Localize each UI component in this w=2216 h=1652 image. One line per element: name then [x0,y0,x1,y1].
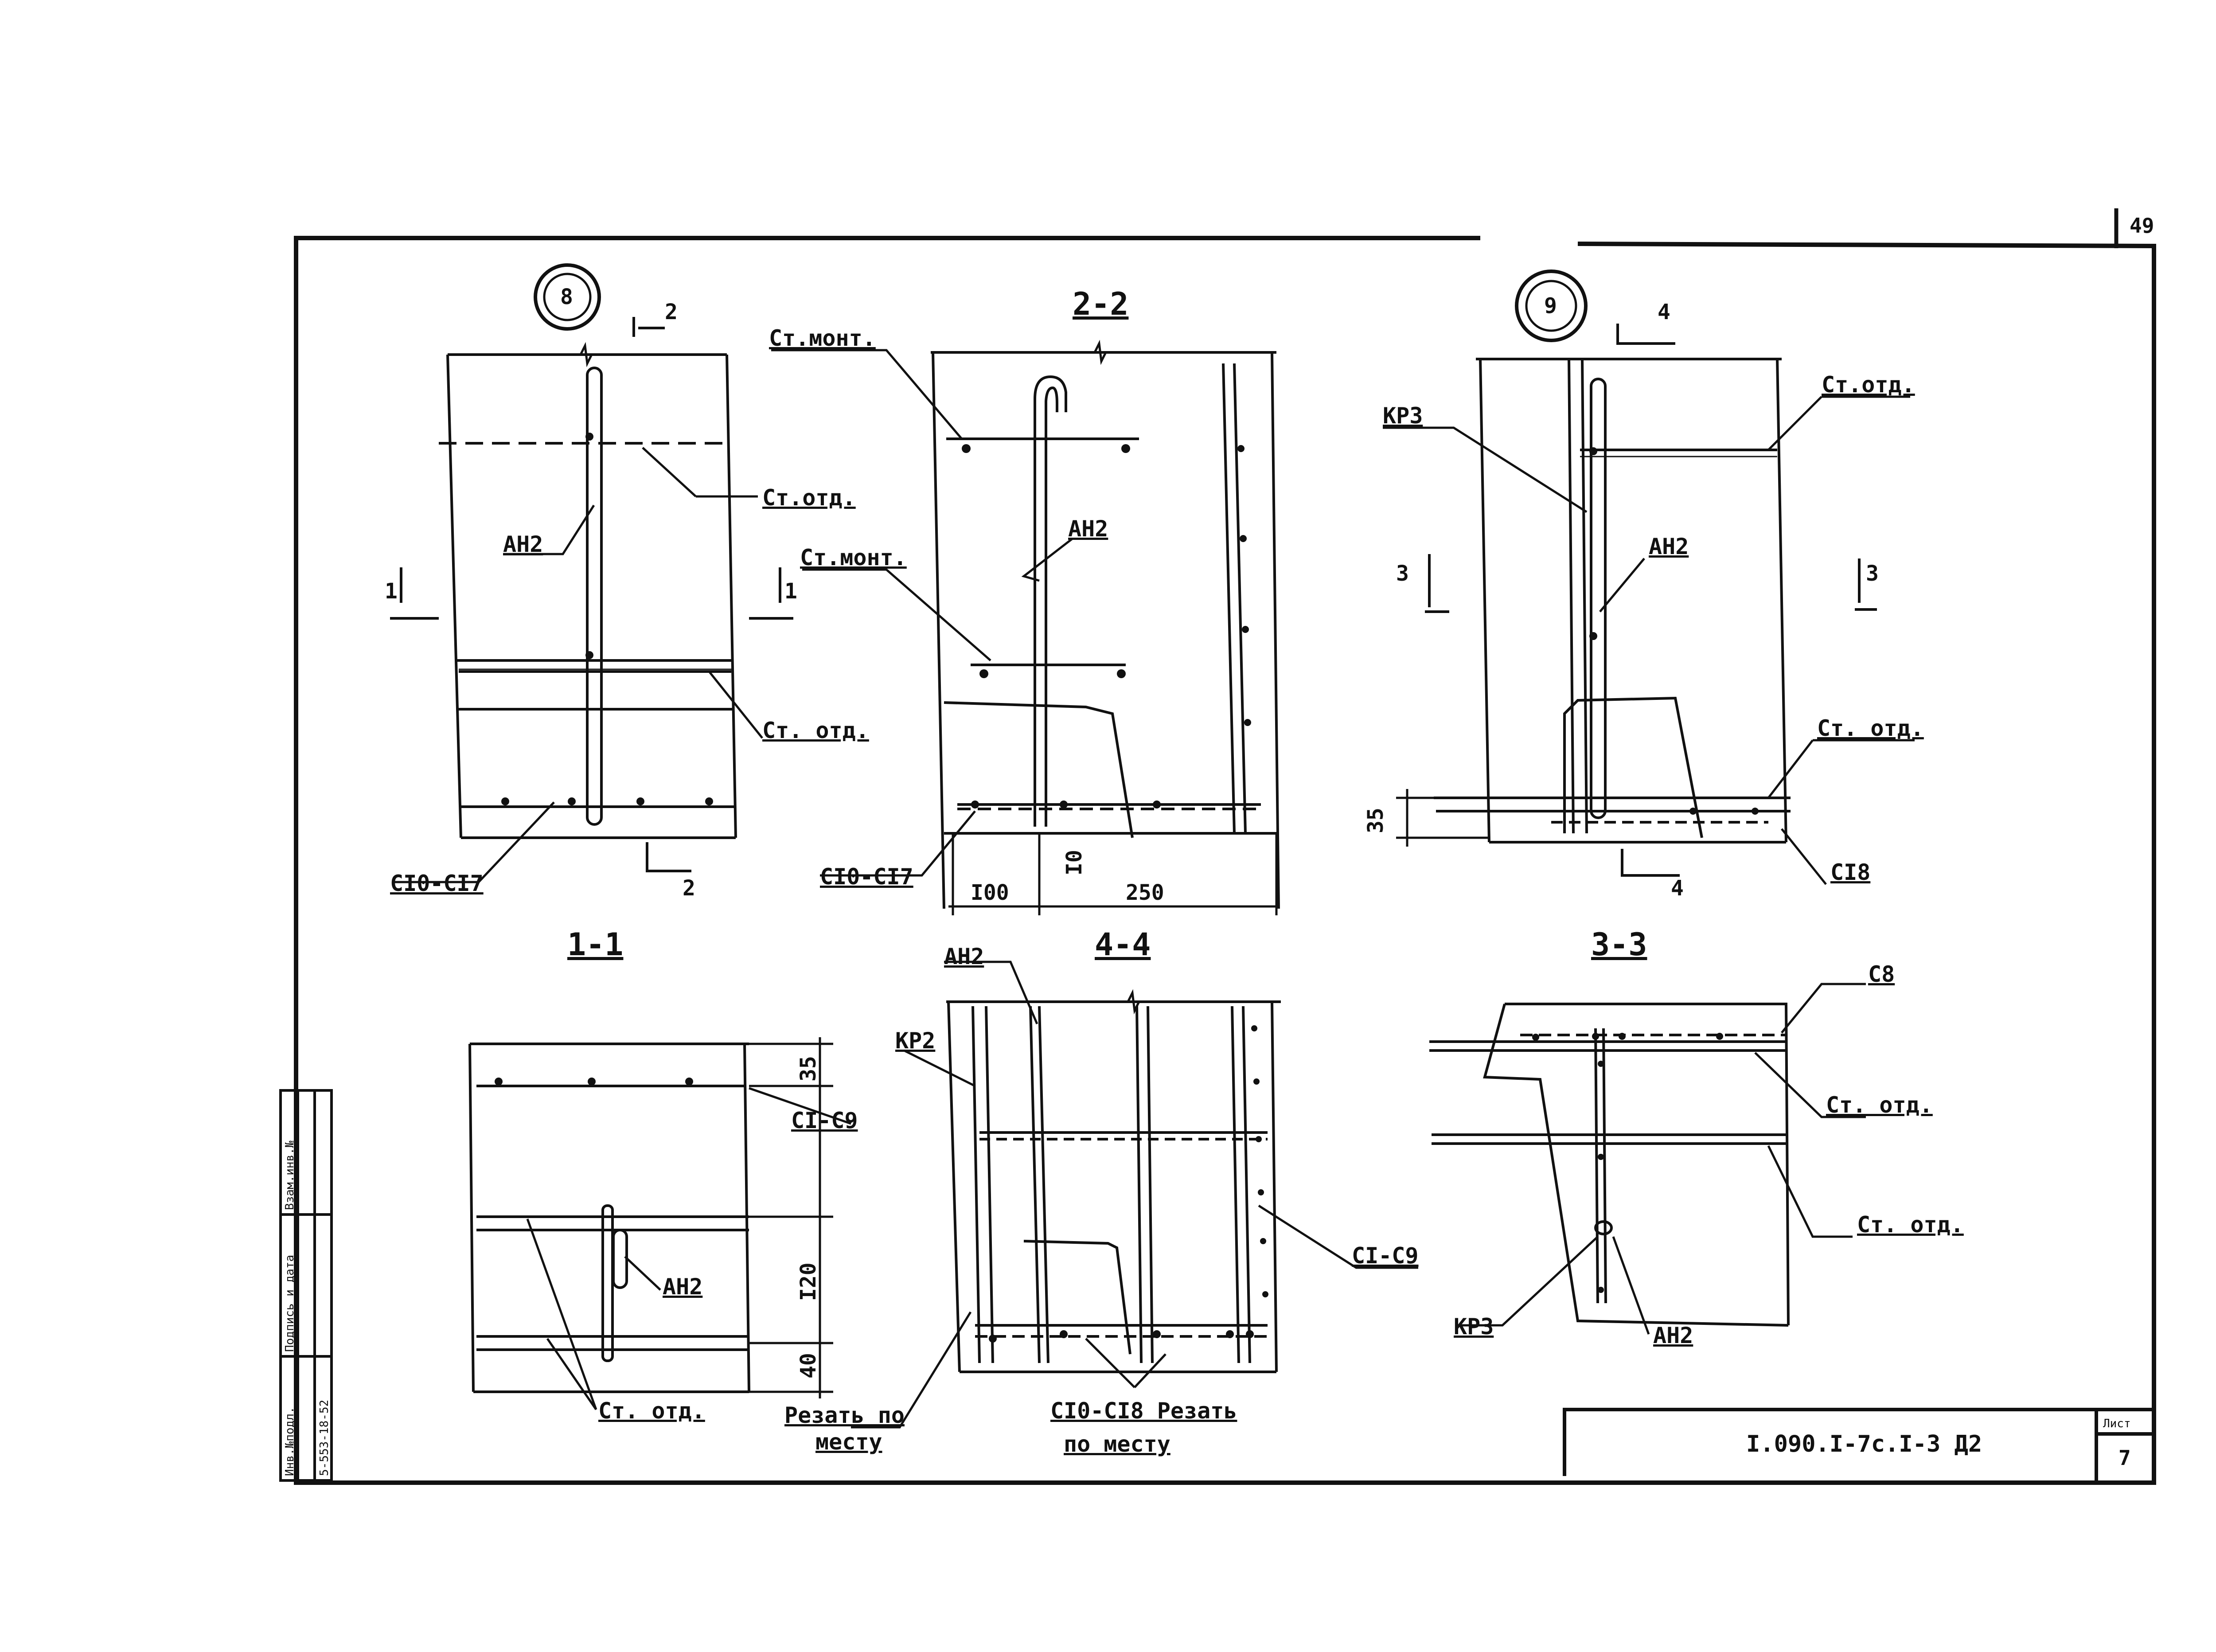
section-3-3-label-c8: C8 [1868,961,1895,987]
section-4-4-title: 4-4 [1095,926,1151,963]
section-3-3-label-st-otd-1: Ст. отд. [1826,1092,1933,1118]
section-2-2-leaders [771,349,1073,877]
node-9-marker [1515,269,1588,342]
node-8-cut-top: 2 [665,300,678,324]
node-8: 8 [385,263,869,901]
node-8-rebar [459,367,731,826]
sheet-label: Лист [2103,1417,2131,1430]
node-9-number: 9 [1544,293,1557,318]
section-4-4-label-cut-2a: CI0-CI8 Резать [1050,1398,1237,1424]
section-3-3: 3-3 [1429,926,1964,1348]
section-4-4-label-anchor: АН2 [944,944,984,969]
node-9-cut-marks [1425,324,1877,877]
node-9-label-st-otd-1: Ст.отд. [1822,372,1915,398]
node-8-bars [501,433,713,805]
node-9-outline [1476,358,1787,844]
node-9-cut-right: 3 [1866,561,1879,586]
node-9-rebar [1434,378,1791,824]
section-4-4-bars [989,1025,1268,1343]
section-4-4-label-mesh: CI-C9 [1352,1243,1419,1269]
section-1-1: 1-1 35 I20 [468,926,858,1424]
node-8-cut-bottom: 2 [683,876,695,901]
node-8-number: 8 [560,285,573,309]
section-1-1-label-anchor: АН2 [663,1274,702,1300]
side-stamp [279,1089,333,1482]
node-9-leaders [1383,395,1915,885]
section-4-4-label-cut-1a: Резать по [784,1402,905,1428]
section-3-3-label-anchor: АН2 [1653,1323,1693,1348]
section-2-2: 2-2 [769,286,1280,915]
section-2-2-label-mesh: CI0-CI7 [820,864,913,890]
sheet-number: 7 [2118,1446,2131,1470]
stamp-sign-label: Подпись и дата [283,1255,297,1352]
title-block [1563,1408,2154,1480]
section-2-2-bars [962,444,1251,808]
page-number: 49 [2130,214,2154,238]
node-8-marker [534,263,601,331]
sheet-frame [294,208,2156,1485]
section-2-2-label-st-mont-2: Ст.монт. [800,545,907,570]
node-8-leaders [394,447,763,883]
section-1-1-dim-35: 35 [796,1056,821,1082]
section-3-3-label-kr3: КР3 [1454,1314,1494,1340]
section-1-1-dims [749,1037,833,1398]
section-4-4-label-cut-1b: месту [815,1429,882,1455]
node-9-cut-top: 4 [1658,300,1670,324]
section-2-2-outline [931,340,1280,909]
section-2-2-label-st-mont-1: Ст.монт. [769,325,876,351]
node-9-label-c18: CI8 [1830,859,1870,885]
section-4-4-label-cut-2b: по месту [1064,1431,1170,1457]
section-4-4-label-kr2: КР2 [895,1028,935,1054]
node-8-outline [439,342,737,839]
node-9-label-anchor: АН2 [1649,534,1689,559]
section-4-4-outline [946,989,1281,1373]
section-2-2-title: 2-2 [1073,286,1128,322]
node-8-cut-left: 1 [385,579,398,604]
section-2-2-dim-100: I00 [971,880,1009,905]
node-9-label-kr3: КР3 [1383,403,1423,429]
node-8-cut-right: 1 [784,579,797,604]
node-8-label-st-otd-1: Ст.отд. [762,485,856,511]
node-9-cut-bottom: 4 [1671,876,1684,901]
section-3-3-leaders [1458,983,1866,1335]
stamp-inv-value: 5-553-18-52 [318,1400,331,1476]
node-9-bars [1589,447,1759,815]
section-2-2-dim-10: I0 [1062,850,1087,875]
node-9-dim-35 [1396,789,1489,847]
node-8-label-mesh: CI0-CI7 [390,871,484,896]
section-3-3-rebar [1429,1028,1786,1304]
section-2-2-rebar [946,375,1261,827]
node-9-dim-35-text: 35 [1363,808,1388,833]
section-2-2-dims [948,832,1278,915]
section-1-1-title: 1-1 [567,926,623,963]
section-4-4-rebar [971,1006,1251,1363]
sheet-code: I.090.I-7c.I-3 Д2 [1746,1431,1982,1457]
stamp-inv-label: Инв.№подл. [283,1406,297,1476]
section-3-3-bars [1532,1033,1723,1293]
section-4-4: 4-4 [784,926,1419,1457]
section-1-1-bars [495,1078,693,1086]
node-8-label-anchor: АН2 [503,531,543,557]
section-3-3-label-st-otd-2: Ст. отд. [1857,1212,1964,1238]
section-1-1-leaders [526,1087,851,1410]
node-9: 9 [1363,269,1924,901]
section-1-1-outline [468,1043,750,1393]
section-3-3-title: 3-3 [1591,926,1647,963]
stamp-exchange-label: Взам.инв.№ [283,1140,297,1210]
section-1-1-dim-40: 40 [796,1353,821,1379]
section-1-1-dim-120: I20 [796,1262,821,1301]
section-1-1-label-mesh: CI-C9 [791,1108,858,1133]
section-1-1-label-st-otd: Ст. отд. [598,1398,705,1424]
section-4-4-leaders [851,961,1418,1429]
node-8-label-st-otd-2: Ст. отд. [762,718,869,743]
node-9-label-st-otd-2: Ст. отд. [1817,715,1924,741]
section-3-3-outline [1483,1003,1790,1327]
section-2-2-label-anchor: АН2 [1068,516,1108,542]
node-9-cut-left: 3 [1396,561,1409,586]
section-2-2-dim-250: 250 [1126,880,1164,905]
node-8-cut-marks [390,317,793,872]
